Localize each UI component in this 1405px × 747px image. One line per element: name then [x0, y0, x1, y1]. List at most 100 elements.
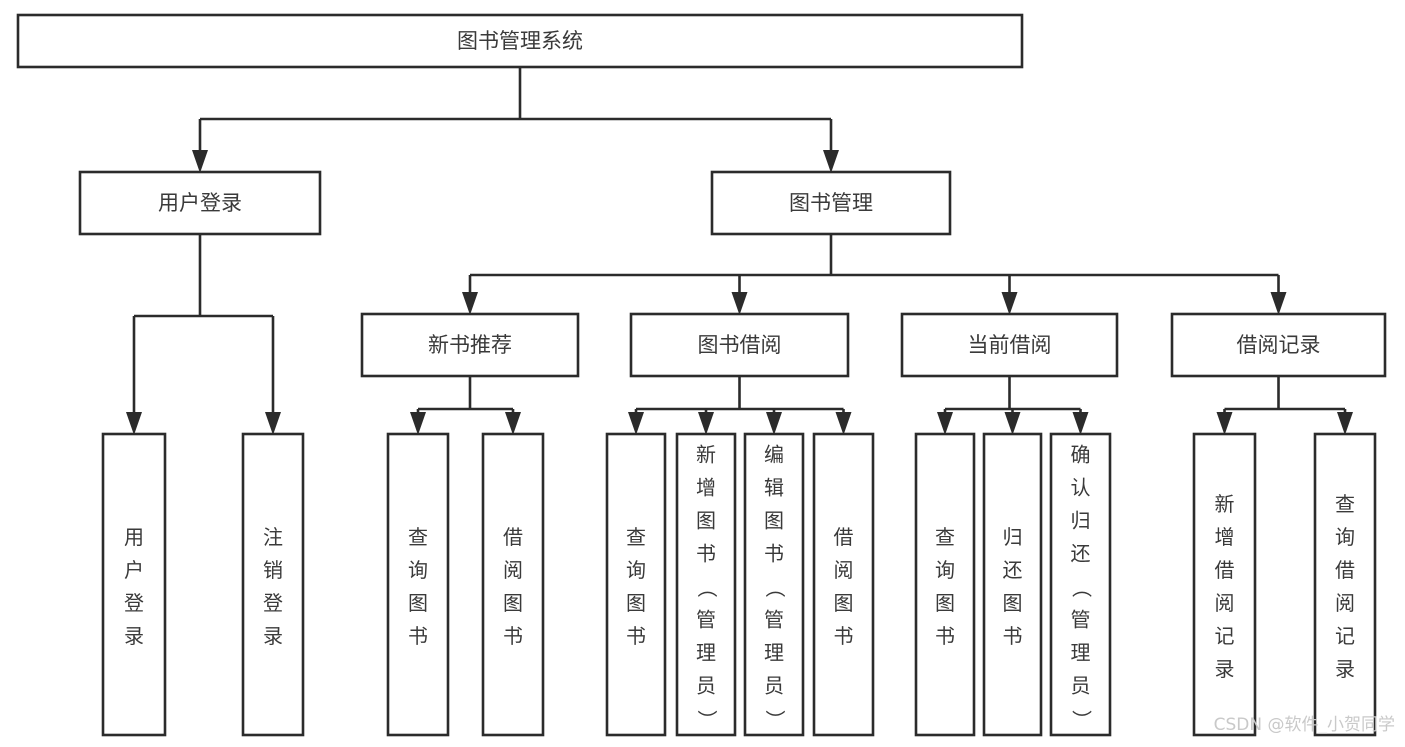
arrowhead-leaf-query-borrow-record [1337, 412, 1353, 435]
node-label-char: 阅 [1215, 591, 1235, 615]
node-label-char: 新 [696, 443, 716, 467]
node-label-char: 编 [764, 443, 784, 467]
node-box-borrow-record [1170, 312, 1387, 378]
node-book-borrow[interactable]: 图书借阅 [629, 312, 850, 378]
arrowhead-leaf-add-borrow-record [1216, 412, 1233, 435]
arrowhead-leaf-borrow-book-2 [835, 412, 852, 435]
arrowhead-leaf-user-login [126, 412, 142, 435]
node-label-char: 图 [764, 509, 784, 533]
node-current-borrow[interactable]: 当前借阅 [900, 312, 1119, 378]
node-label-char: 录 [1215, 657, 1235, 681]
node-label-char: 确 [1071, 443, 1091, 467]
node-box-leaf-add-borrow-record [1192, 432, 1257, 737]
node-label-char: 员 [1071, 674, 1091, 698]
node-leaf-return-book[interactable]: 归还图书归还图书 [982, 432, 1043, 737]
node-leaf-query-book-3[interactable]: 查询图书查询图书 [914, 432, 976, 737]
node-label-char: 图 [696, 509, 716, 533]
node-label-char: 图 [834, 591, 854, 615]
node-label-char: 员 [696, 674, 716, 698]
node-label-char: 归 [1003, 525, 1023, 549]
node-label-char: 理 [696, 641, 716, 665]
node-label-char: 管 [764, 608, 784, 632]
node-root[interactable]: 图书管理系统 [16, 13, 1024, 69]
node-label-char: 查 [408, 525, 428, 549]
node-new-book-recommend[interactable]: 新书推荐 [360, 312, 580, 378]
node-user-login[interactable]: 用户登录 [78, 170, 322, 236]
node-label-char: 书 [503, 624, 523, 648]
node-leaf-query-book-1[interactable]: 查询图书查询图书 [386, 432, 450, 737]
node-label-char: （ [1070, 578, 1094, 598]
arrowhead-leaf-confirm-return-admin [1072, 412, 1089, 435]
node-label-char: 辑 [764, 476, 784, 500]
node-label-char: 询 [935, 558, 955, 582]
node-leaf-borrow-book-2[interactable]: 借阅图书借阅图书 [812, 432, 875, 737]
node-borrow-record[interactable]: 借阅记录 [1170, 312, 1387, 378]
node-label-char: 理 [764, 641, 784, 665]
node-label-char: 理 [1071, 641, 1091, 665]
node-leaf-add-borrow-record[interactable]: 新增借阅记录新增借阅记录 [1192, 432, 1257, 737]
arrowhead-leaf-query-book-3 [937, 412, 953, 435]
node-label-char: （ [695, 578, 719, 598]
node-label-char: 录 [263, 624, 283, 648]
node-label-char: 认 [1071, 476, 1091, 500]
node-label-char: 询 [1335, 525, 1355, 549]
node-box-leaf-query-book-2 [605, 432, 667, 737]
node-label-char: 书 [834, 624, 854, 648]
node-label-char: 借 [1335, 558, 1355, 582]
arrowhead-leaf-query-book-2 [628, 412, 644, 435]
node-label-char: 图 [503, 591, 523, 615]
arrowhead-leaf-add-book-admin [698, 412, 714, 435]
arrowhead-new-book-recommend [462, 292, 478, 315]
node-label-char: 管 [1071, 608, 1091, 632]
node-box-leaf-return-book [982, 432, 1043, 737]
node-label-root: 图书管理系统 [457, 29, 583, 53]
node-box-leaf-edit-book-admin [743, 432, 805, 737]
node-label-char: 归 [1071, 509, 1091, 533]
node-label-char: 查 [1335, 492, 1355, 516]
node-label-char: 登 [124, 591, 144, 615]
node-label-char: 借 [503, 525, 523, 549]
arrowhead-current-borrow [1001, 292, 1018, 315]
node-label-char: 注 [263, 525, 283, 549]
node-box-leaf-add-book-admin [675, 432, 737, 737]
node-label-char: 员 [764, 674, 784, 698]
node-leaf-logout[interactable]: 注销登录注销登录 [241, 432, 305, 737]
node-label-char: 新 [1215, 492, 1235, 516]
node-leaf-query-borrow-record[interactable]: 查询借阅记录查询借阅记录 [1313, 432, 1377, 737]
node-label-char: 用 [124, 525, 144, 549]
node-label-char: 阅 [1335, 591, 1355, 615]
node-box-leaf-confirm-return-admin [1049, 432, 1112, 737]
node-leaf-query-book-2[interactable]: 查询图书查询图书 [605, 432, 667, 737]
node-label-char: 书 [626, 624, 646, 648]
node-book-manage[interactable]: 图书管理 [710, 170, 952, 236]
node-box-leaf-query-borrow-record [1313, 432, 1377, 737]
connector-layer [126, 67, 1353, 435]
node-box-current-borrow [900, 312, 1119, 378]
node-label-char: 书 [764, 542, 784, 566]
node-label-char: （ [763, 578, 787, 598]
node-box-book-borrow [629, 312, 850, 378]
node-label-char: 还 [1003, 558, 1023, 582]
node-box-leaf-query-book-3 [914, 432, 976, 737]
node-leaf-borrow-book-1[interactable]: 借阅图书借阅图书 [481, 432, 545, 737]
node-label-char: 书 [1003, 624, 1023, 648]
node-label-char: ） [695, 710, 719, 730]
node-box-user-login [78, 170, 322, 236]
arrowhead-borrow-record [1270, 292, 1287, 315]
node-label-char: 图 [1003, 591, 1023, 615]
node-label-char: 记 [1215, 624, 1235, 648]
node-label-char: 还 [1071, 542, 1091, 566]
node-leaf-user-login[interactable]: 用户登录用户登录 [101, 432, 167, 737]
node-box-leaf-borrow-book-1 [481, 432, 545, 737]
node-label-char: 销 [263, 558, 283, 582]
node-label-char: ） [763, 710, 787, 730]
arrowhead-user-login [192, 150, 208, 173]
node-box-leaf-borrow-book-2 [812, 432, 875, 737]
arrowhead-leaf-query-book-1 [410, 412, 426, 435]
node-label-char: 查 [626, 525, 646, 549]
